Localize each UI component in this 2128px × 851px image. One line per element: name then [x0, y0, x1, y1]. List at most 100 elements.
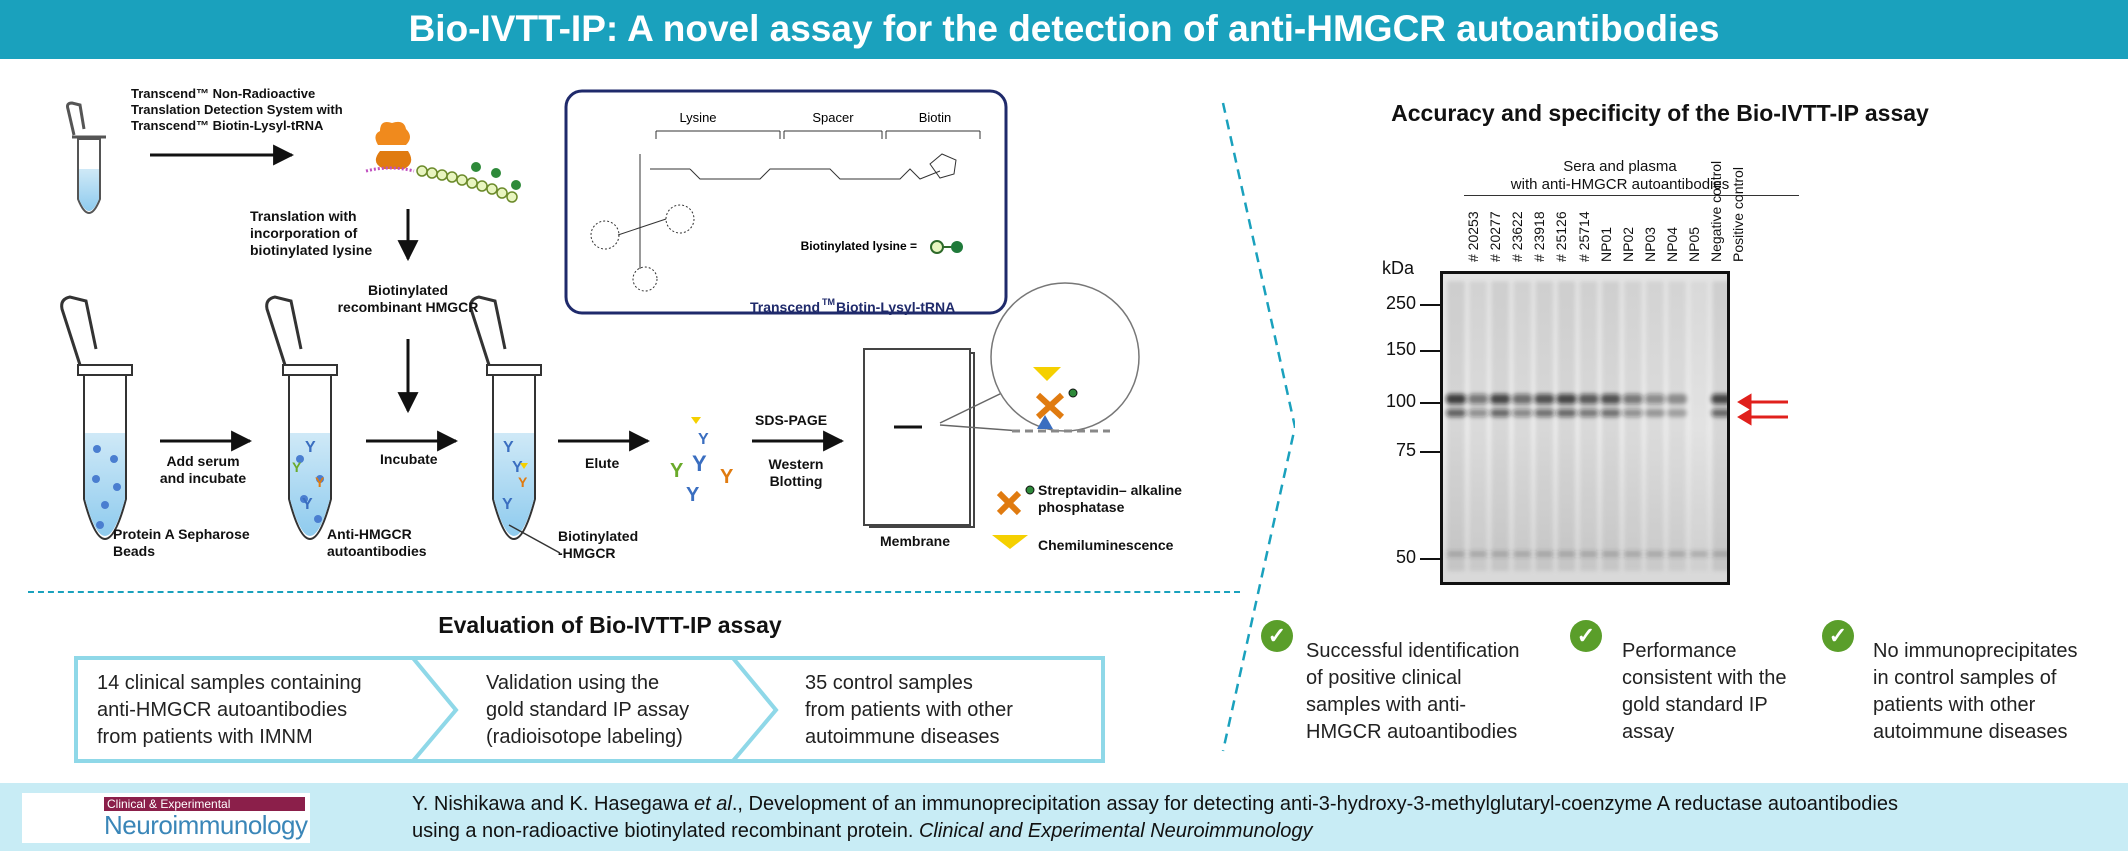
svg-text:Y: Y: [503, 439, 514, 456]
blot-band: [1490, 394, 1511, 404]
blot-low-band: [1645, 551, 1664, 557]
check-icon: ✓: [1570, 620, 1602, 652]
segment-lysine-label: Lysine: [679, 110, 716, 125]
blot-band: [1600, 409, 1621, 417]
evaluation-heading: Evaluation of Bio-IVTT-IP assay: [438, 612, 782, 638]
chemiluminescence-legend-icon: [992, 535, 1028, 549]
blot-band: [1512, 409, 1533, 417]
svg-text:Y: Y: [292, 459, 302, 475]
blot-low-band: [1579, 551, 1598, 557]
lane-label: # 20277: [1487, 211, 1504, 262]
blot-band: [1600, 394, 1621, 404]
svg-text:Y: Y: [686, 484, 700, 506]
lane-label: NP02: [1619, 226, 1636, 262]
kda-tick-label: 150: [1385, 339, 1416, 359]
membrane-label: Membrane: [880, 533, 951, 549]
svg-text:Y: Y: [720, 466, 734, 488]
blot-band: [1667, 409, 1687, 417]
lane-smear: [1623, 281, 1642, 571]
lane-smear: [1535, 281, 1554, 571]
blot-band: [1578, 409, 1599, 417]
blot-band: [1556, 394, 1577, 404]
trna-box: [564, 89, 1008, 315]
eluted-antibodies-icon: Y Y Y Y Y: [670, 417, 734, 506]
lane-label: # 23622: [1509, 211, 1526, 262]
journal-logo-top: Clinical & Experimental: [104, 797, 305, 811]
blot-band: [1490, 409, 1511, 417]
kda-tick-mark: [1420, 451, 1440, 453]
kda-label: kDa: [1382, 258, 1415, 278]
blot-low-band: [1469, 551, 1488, 557]
kda-tick-label: 75: [1395, 440, 1416, 460]
trna-caption-rest: Biotin-Lysyl-tRNA: [836, 299, 955, 315]
lane-smear: [1579, 281, 1598, 571]
lane-label: NP03: [1641, 226, 1658, 262]
segment-biotin-label: Biotin: [919, 110, 952, 125]
band-arrows: [1737, 393, 1788, 426]
blot-band: [1711, 394, 1730, 404]
blot-band: [1468, 394, 1489, 404]
lane-label: # 23918: [1531, 211, 1548, 262]
blot-band: [1578, 394, 1599, 404]
kda-tick-label: 250: [1385, 293, 1416, 313]
svg-text:Y: Y: [518, 474, 528, 490]
lane-label: NP01: [1597, 226, 1614, 262]
svg-text:Y: Y: [315, 474, 325, 490]
svg-text:Y: Y: [502, 496, 513, 513]
eval-step-3: [728, 656, 1105, 763]
kda-tick-mark: [1420, 304, 1440, 306]
lane-smear: [1645, 281, 1664, 571]
step-elute: Elute: [585, 455, 620, 471]
blot-band: [1622, 394, 1643, 404]
lane-smear: [1447, 281, 1465, 571]
citation-line-1: Y. Nishikawa and K. Hasegawa et al., Dev…: [412, 793, 1898, 815]
blot-band: [1644, 409, 1665, 417]
blot-low-band: [1601, 551, 1620, 557]
lane-smear: [1712, 281, 1730, 571]
blot-low-band: [1557, 551, 1576, 557]
blot-band: [1512, 394, 1533, 404]
blot-band: [1534, 394, 1555, 404]
vertical-divider: [1221, 102, 1295, 752]
blot-group-bracket: [1464, 195, 1799, 196]
lane-label: # 25126: [1553, 211, 1570, 262]
trna-caption: Transcend: [750, 299, 820, 315]
svg-text:Y: Y: [512, 459, 523, 476]
lane-label: NP05: [1686, 226, 1702, 262]
tube-beads-icon: [60, 295, 133, 540]
kda-tick-mark: [1420, 350, 1440, 352]
blot-band: [1667, 394, 1687, 404]
blot-heading: Accuracy and specificity of the Bio-IVTT…: [1391, 100, 1929, 126]
western-blot-image: [1440, 271, 1730, 585]
journal-logo-name: Neuroimmunology: [104, 810, 308, 840]
ribosome-icon: [365, 121, 521, 203]
lane-label: Negative control: [1708, 160, 1725, 262]
lane-label: # 25714: [1575, 211, 1592, 262]
svg-text:Y: Y: [692, 451, 707, 476]
horizontal-divider: [28, 591, 1240, 593]
workflow-diagram: Lysine Spacer Biotin Biotinylated lysine…: [60, 89, 1140, 554]
blot-band: [1446, 409, 1466, 417]
trna-caption-sup: TM: [822, 297, 835, 307]
blot-low-band: [1535, 551, 1554, 557]
blot-band: [1534, 409, 1555, 417]
biotin-lysine-icon: [930, 240, 963, 254]
citation-line-2: using a non-radioactive biotinylated rec…: [412, 820, 1313, 842]
trna-structure-icon: [590, 130, 981, 292]
small-tube-icon: [66, 101, 106, 214]
svg-text:Y: Y: [305, 439, 316, 456]
kda-tick-label: 50: [1395, 547, 1416, 567]
blot-low-band: [1668, 551, 1686, 557]
page-title: Bio-IVTT-IP: A novel assay for the detec…: [408, 8, 1720, 49]
blot-band: [1711, 409, 1730, 417]
lane-label: Positive control: [1730, 167, 1747, 262]
